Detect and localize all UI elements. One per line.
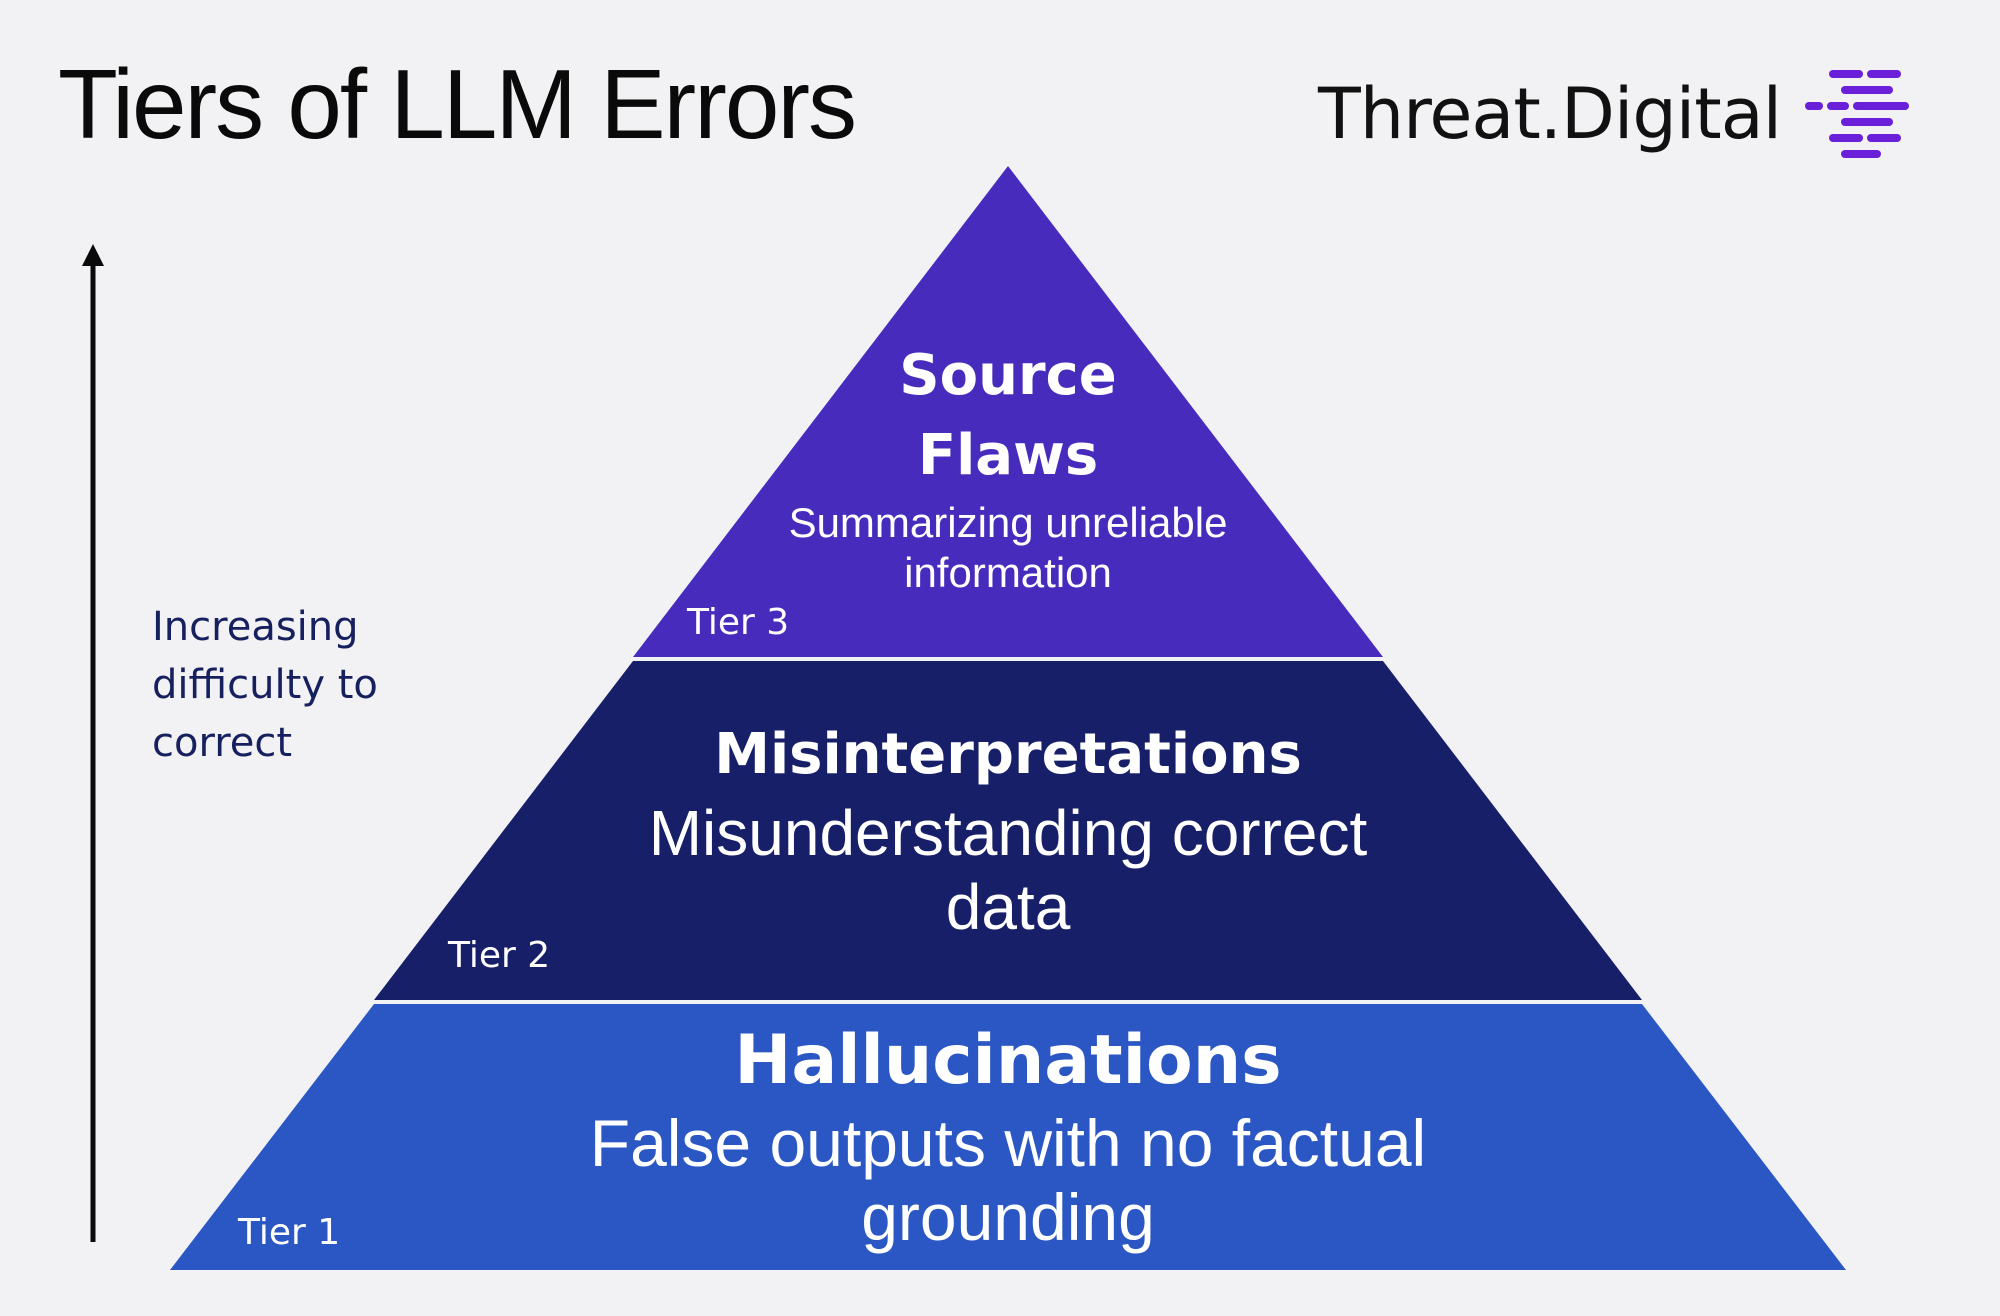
up-arrow-icon — [82, 244, 104, 1242]
brand-name: Threat.Digital — [1318, 73, 1782, 155]
page-title: Tiers of LLM Errors — [58, 49, 857, 159]
dashed-lines-logo-icon — [1805, 70, 1910, 158]
tier-3-tag: Tier 3 — [687, 602, 790, 643]
difficulty-axis-label: Increasing difficulty to correct — [152, 598, 452, 772]
tier-3-description: Summarizing unreliable information — [788, 499, 1228, 596]
tier-3-band — [633, 166, 1383, 657]
tier-2-tag: Tier 2 — [448, 935, 551, 976]
axis-label-line: difficulty to — [152, 662, 378, 708]
tier-1-description: False outputs with no factual grounding — [589, 1106, 1427, 1254]
tier-3-name: Source Flaws — [899, 343, 1117, 488]
tier-1-band — [170, 1004, 1846, 1270]
tier-2-band — [374, 661, 1642, 1000]
brand-logo: Threat.Digital — [1318, 64, 1910, 164]
axis-label-line: Increasing — [152, 604, 359, 650]
axis-label-line: correct — [152, 720, 293, 766]
tier-1-tag: Tier 1 — [238, 1212, 341, 1253]
tier-2-description: Misunderstanding correct data — [648, 797, 1368, 943]
tier-1-name: Hallucinations — [734, 1021, 1282, 1100]
tier-2-name: Misinterpretations — [714, 722, 1302, 787]
